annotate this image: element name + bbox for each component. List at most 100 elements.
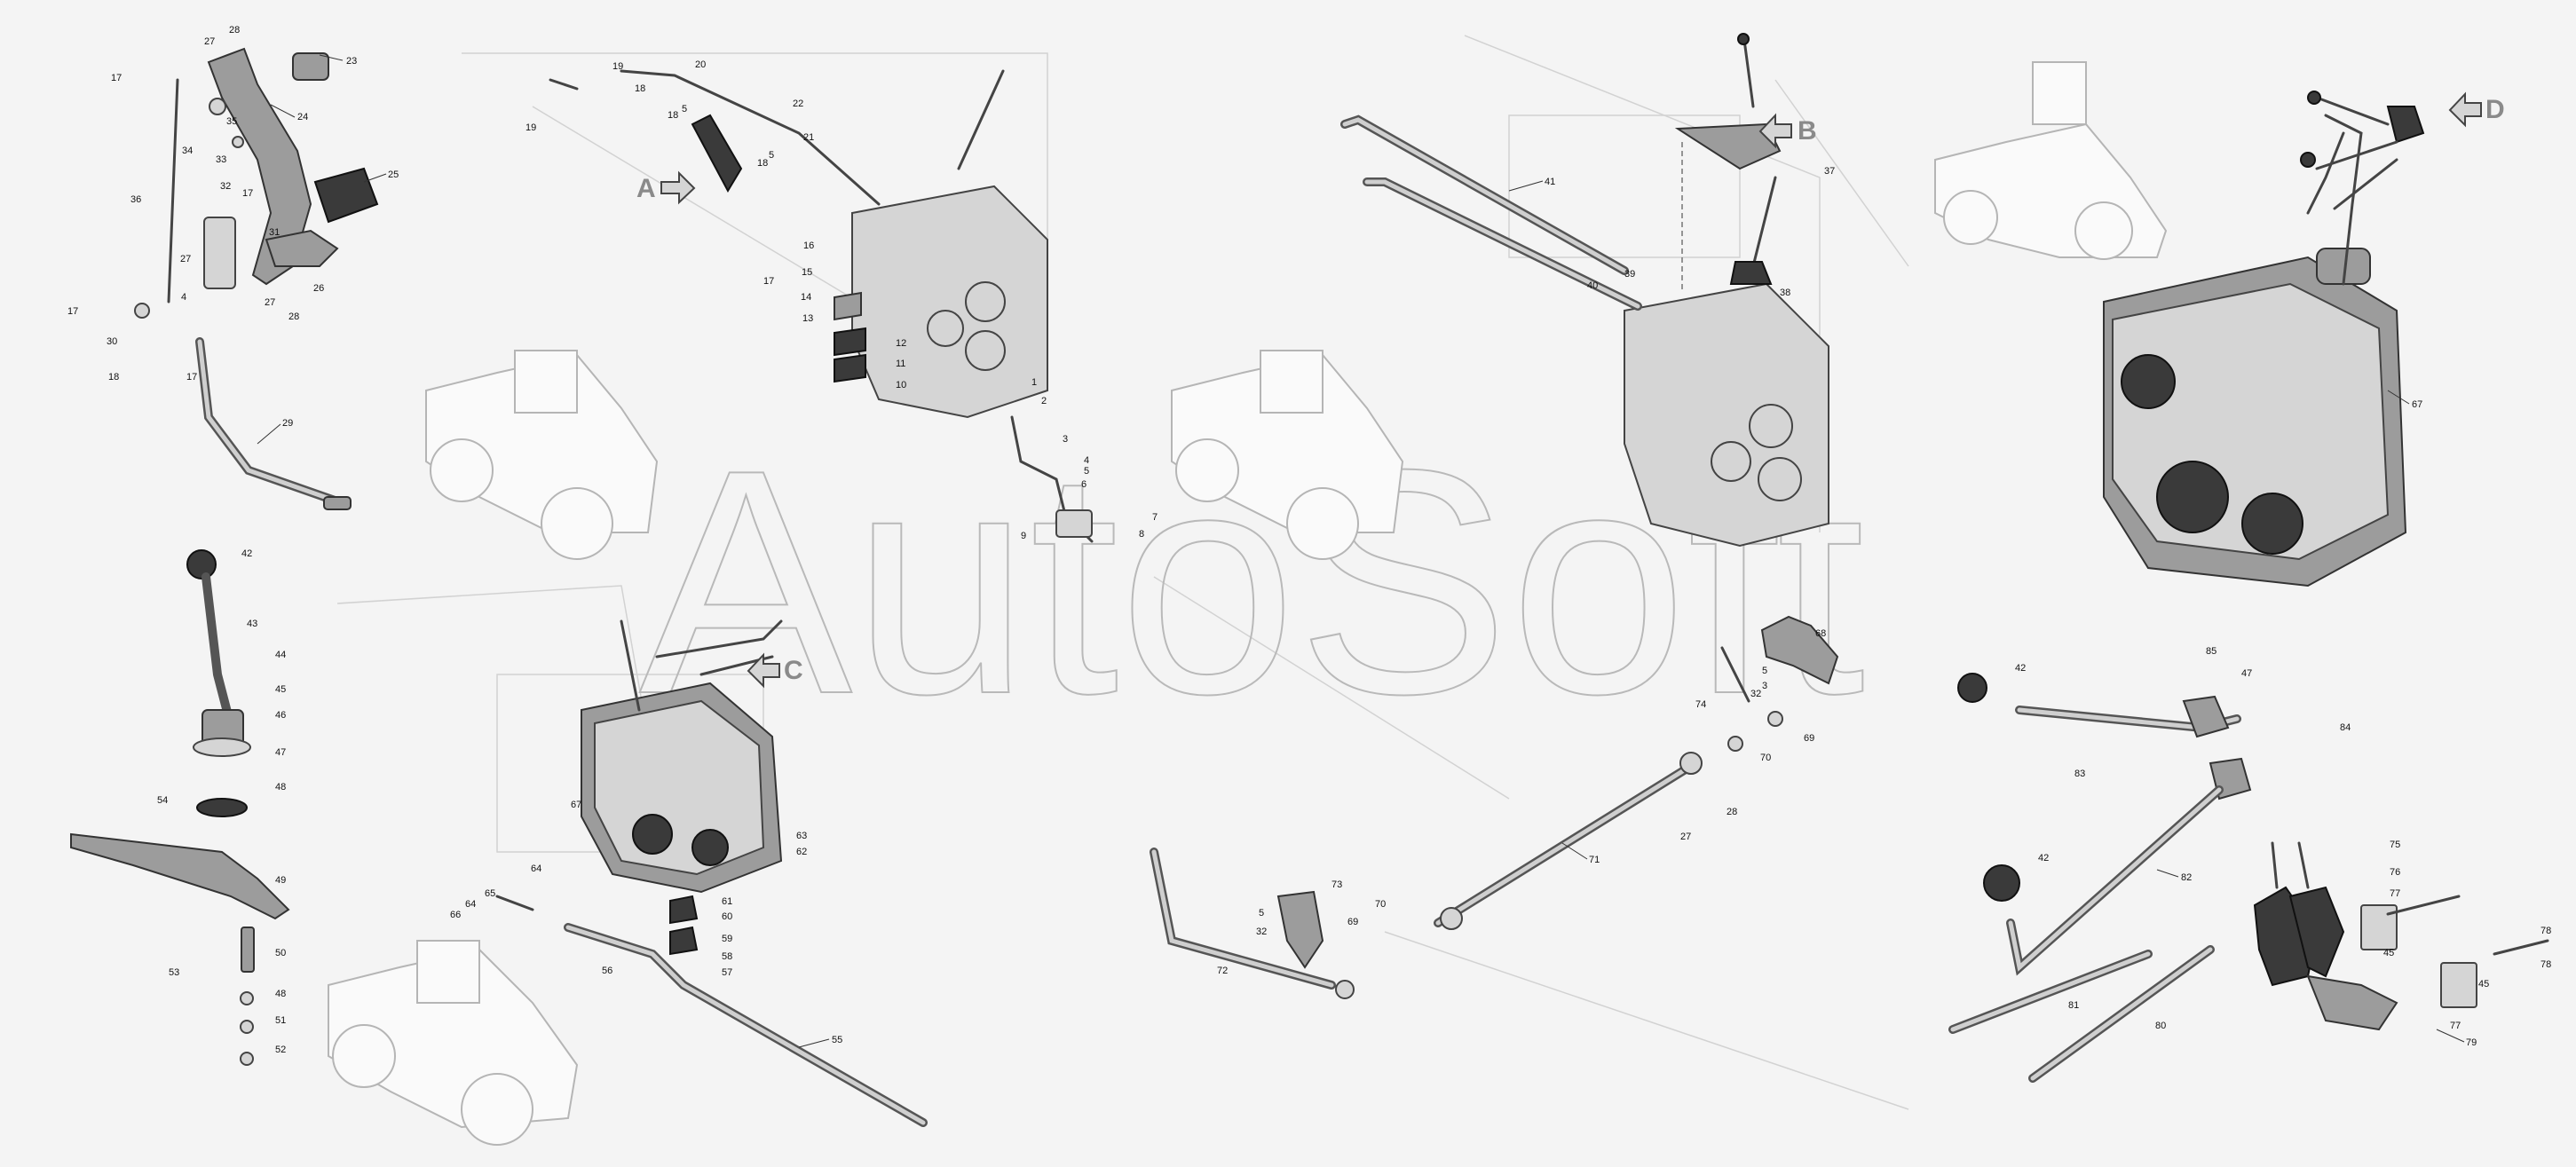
callout-27b: 27 — [180, 254, 191, 264]
callout-59: 59 — [722, 934, 732, 944]
callout-11: 11 — [896, 359, 905, 369]
callout-67: 67 — [2412, 399, 2422, 410]
callout-5b: 5 — [769, 150, 774, 161]
callout-74: 74 — [1695, 699, 1706, 710]
callout-70: 70 — [1760, 753, 1771, 763]
tractor-silhouette-3 — [1934, 61, 2168, 260]
view-arrow-d-icon — [2448, 91, 2482, 128]
callout-4: 4 — [181, 292, 186, 303]
callout-19: 19 — [612, 61, 623, 72]
callout-64: 64 — [531, 863, 541, 874]
callout-71: 71 — [1589, 855, 1600, 865]
tractor-silhouette-4 — [328, 940, 579, 1146]
callout-76: 76 — [2390, 867, 2400, 878]
callout-78: 78 — [2540, 926, 2551, 936]
callout-22: 22 — [793, 99, 803, 109]
callout-67b: 67 — [571, 800, 581, 810]
callout-55: 55 — [832, 1035, 842, 1045]
callout-72: 72 — [1217, 966, 1228, 976]
callout-46: 46 — [275, 710, 286, 721]
callout-39: 39 — [1624, 269, 1635, 280]
callout-29: 29 — [282, 418, 293, 429]
callout-64b: 64 — [465, 899, 476, 910]
callout-18d: 18 — [757, 158, 768, 169]
callout-65: 65 — [485, 888, 495, 899]
callout-83: 83 — [2074, 769, 2085, 779]
callout-68: 68 — [1815, 628, 1826, 639]
callout-35: 35 — [226, 116, 237, 127]
callout-15: 15 — [802, 267, 812, 278]
callout-49: 49 — [275, 875, 286, 886]
callout-27: 27 — [204, 36, 215, 47]
callout-48b: 48 — [275, 989, 286, 999]
callout-50: 50 — [275, 948, 286, 958]
callout-84: 84 — [2340, 722, 2351, 733]
linkage-shaft-assembly — [1150, 615, 1839, 999]
callout-47b: 47 — [2241, 668, 2252, 679]
callout-53: 53 — [169, 967, 179, 978]
callout-85: 85 — [2206, 646, 2216, 657]
callout-37b: 37 — [1824, 166, 1835, 177]
callout-60: 60 — [722, 911, 732, 922]
view-arrow-c-icon — [747, 652, 780, 689]
callout-62: 62 — [796, 847, 807, 857]
view-arrow-b-icon — [1758, 113, 1792, 149]
callout-47: 47 — [275, 747, 286, 758]
view-arrow-a-icon — [660, 170, 696, 205]
callout-5d: 5 — [1762, 666, 1767, 676]
view-label-d: D — [2485, 95, 2505, 124]
callout-45b: 45 — [2383, 948, 2394, 958]
callout-54: 54 — [157, 795, 168, 806]
callout-18b: 18 — [635, 83, 645, 94]
callout-18: 18 — [108, 372, 119, 382]
callout-52: 52 — [275, 1045, 286, 1055]
callout-31: 31 — [269, 227, 280, 238]
callout-9: 9 — [1021, 531, 1026, 541]
part-callouts: 28 27 23 17 35 24 34 33 25 3 2 36 17 31 2… — [67, 25, 2551, 1055]
callout-7: 7 — [1152, 512, 1158, 523]
callout-80: 80 — [2155, 1021, 2166, 1031]
callout-28b: 28 — [288, 311, 299, 322]
callout-37: 17 — [242, 188, 253, 199]
callout-73: 73 — [1331, 879, 1342, 890]
view-label-c: C — [784, 656, 803, 685]
gearbox-lever-b — [1340, 33, 1829, 548]
callout-69b: 69 — [1347, 917, 1358, 927]
callout-33: 33 — [216, 154, 226, 165]
callout-3b: 3 — [1762, 681, 1767, 691]
shift-lever-assembly — [1948, 673, 2549, 1083]
gearbox-centre-top — [549, 69, 1094, 543]
callout-45c: 45 — [2478, 979, 2489, 990]
callout-6: 6 — [1081, 479, 1087, 490]
callout-23: 23 — [346, 56, 357, 67]
callout-13: 13 — [802, 313, 813, 324]
gearbox-lever-d — [2103, 91, 2425, 587]
callout-66: 66 — [450, 910, 461, 920]
callout-44: 44 — [275, 650, 286, 660]
callout-28: 28 — [229, 25, 240, 35]
callout-2: 2 — [1041, 396, 1047, 406]
callout-5c: 5 — [1084, 466, 1089, 477]
callout-8: 8 — [1139, 529, 1144, 540]
callout-77: 77 — [2390, 888, 2400, 899]
callout-81: 81 — [2068, 1000, 2079, 1011]
callout-14: 14 — [801, 292, 811, 303]
callout-45: 45 — [275, 684, 286, 695]
callout-24: 24 — [297, 112, 308, 122]
callout-82: 82 — [2181, 872, 2192, 883]
callout-34: 34 — [182, 146, 193, 156]
callout-28c: 28 — [1727, 807, 1737, 817]
callout-43: 43 — [247, 619, 257, 629]
callout-17b: 17 — [67, 306, 78, 317]
clutch-pedal-assembly — [134, 47, 379, 510]
callout-27d: 27 — [1680, 832, 1691, 842]
callout-18c: 18 — [668, 110, 678, 121]
callout-16: 16 — [803, 240, 814, 251]
gearbox-lever-c — [495, 619, 928, 1127]
callout-25: 25 — [388, 170, 399, 180]
callout-36: 36 — [130, 194, 141, 205]
callout-17c: 17 — [186, 372, 197, 382]
callout-4b: 4 — [1084, 455, 1089, 466]
callout-38: 38 — [1780, 288, 1790, 298]
